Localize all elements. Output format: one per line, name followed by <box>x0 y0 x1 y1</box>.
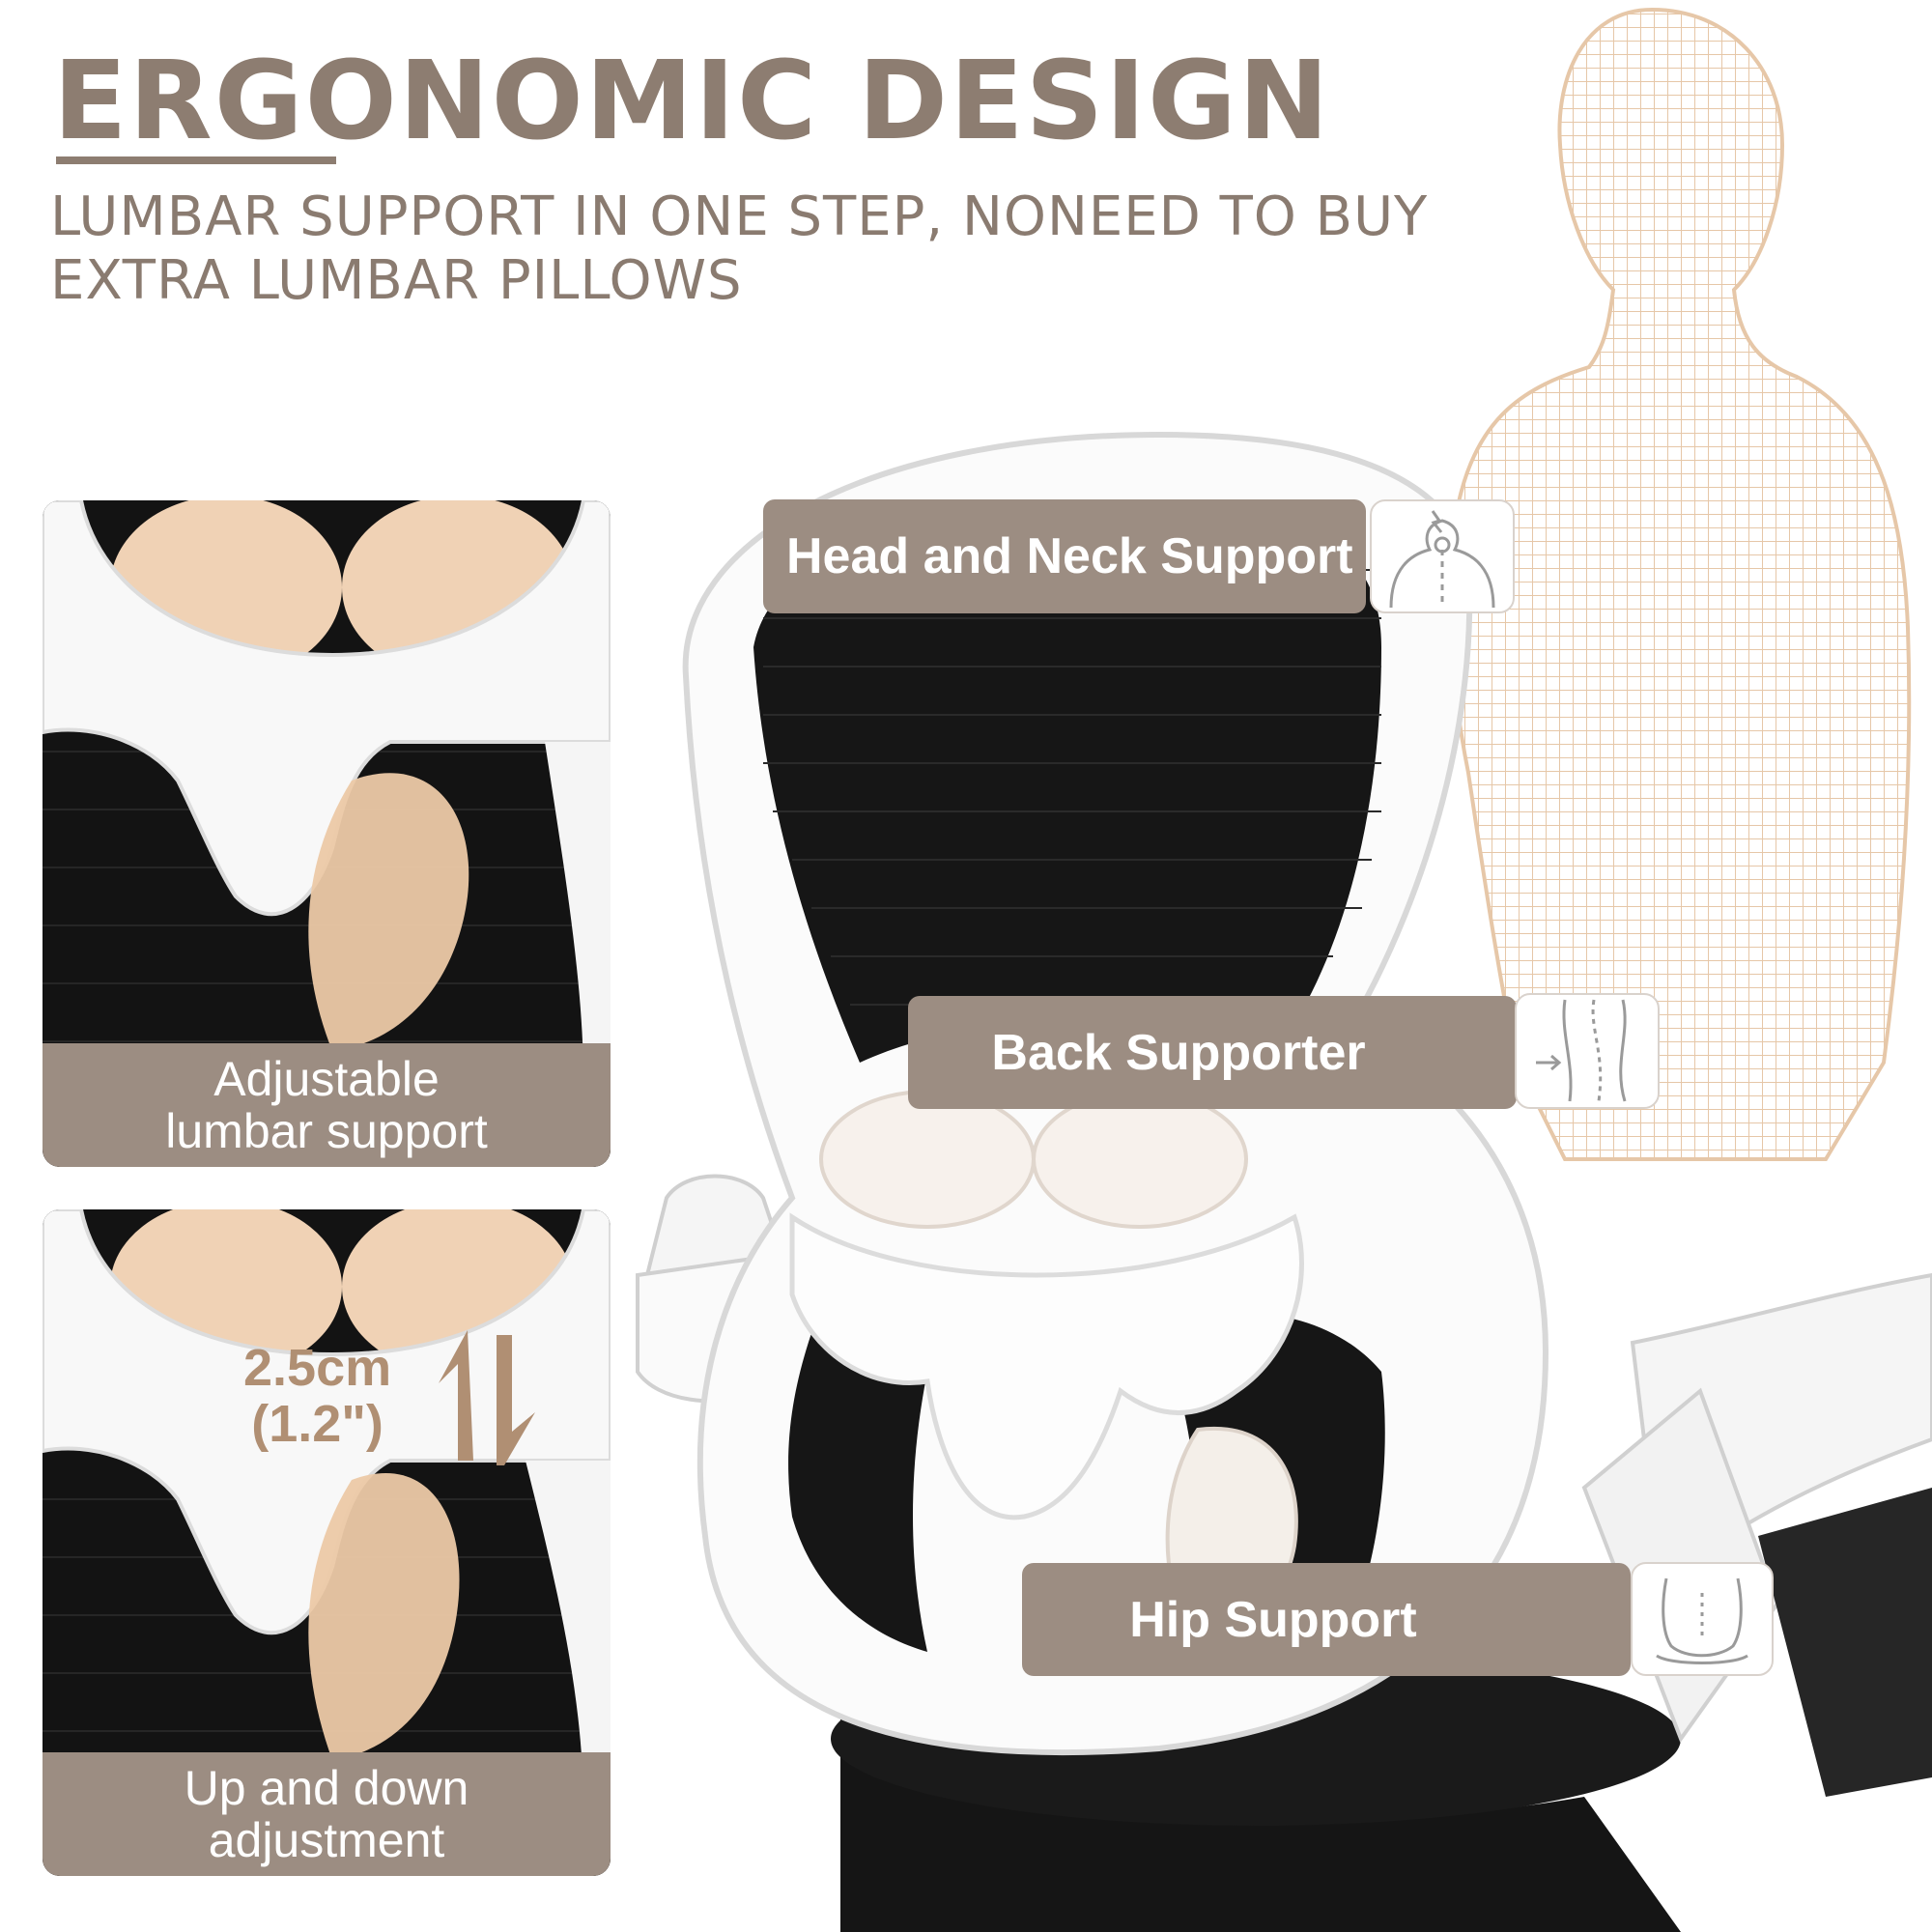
neck-spine-icon <box>1370 499 1515 613</box>
hip-glyph <box>1656 1577 1748 1664</box>
back-supporter-label-text: Back Supporter <box>991 1024 1366 1081</box>
panel-caption-1-line-2: lumbar support <box>165 1104 488 1158</box>
adjust-range-label: 2.5cm (1.2") <box>243 1340 391 1452</box>
adjust-range-imperial: (1.2") <box>251 1395 384 1453</box>
hip-support-label-text: Hip Support <box>1129 1591 1417 1648</box>
subtitle-line-2: EXTRA LUMBAR PILLOWS <box>50 249 743 312</box>
back-spine-glyph <box>1536 999 1627 1102</box>
subtitle-line-1: LUMBAR SUPPORT IN ONE STEP, NONEED TO BU… <box>50 185 1429 248</box>
page-subtitle: LUMBAR SUPPORT IN ONE STEP, NONEED TO BU… <box>50 185 1428 313</box>
back-spine-icon <box>1515 993 1660 1109</box>
panel-caption-1: Adjustable lumbar support <box>43 1043 611 1167</box>
head-neck-label-text: Head and Neck Support <box>786 528 1353 584</box>
title-underline <box>56 156 336 164</box>
lumbar-detail-panel-1: Adjustable lumbar support <box>43 500 611 1167</box>
panel-caption-2-line-1: Up and down <box>184 1761 469 1815</box>
back-supporter-label: Back Supporter <box>908 996 1517 1109</box>
panel-caption-2-line-2: adjustment <box>208 1813 445 1867</box>
adjust-range-metric: 2.5cm <box>243 1339 392 1397</box>
up-down-arrows-icon <box>439 1330 535 1465</box>
panel-caption-2: Up and down adjustment <box>43 1752 611 1876</box>
head-neck-label: Head and Neck Support <box>763 499 1366 613</box>
hip-icon <box>1631 1562 1774 1676</box>
hip-support-label: Hip Support <box>1022 1563 1631 1676</box>
office-chair-image <box>636 431 1932 1932</box>
page-title: ERGONOMIC DESIGN <box>53 39 1331 164</box>
panel-caption-1-line-1: Adjustable <box>213 1052 440 1106</box>
lumbar-detail-panel-2: 2.5cm (1.2") Up and down adjustment <box>43 1209 611 1876</box>
neck-spine-glyph <box>1389 510 1495 609</box>
